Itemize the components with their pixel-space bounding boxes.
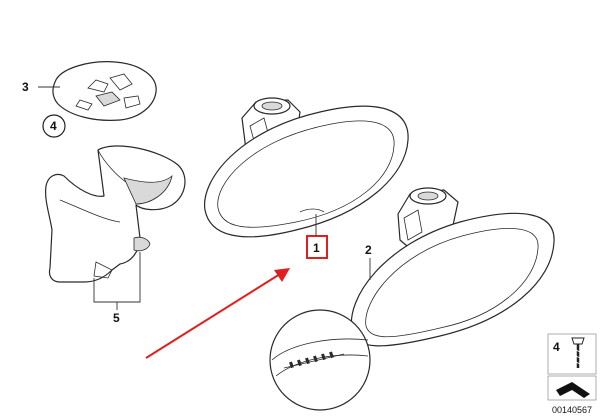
part-5-base-cover[interactable] [45,145,186,283]
callout-4: 4 [50,119,57,133]
screw-icon [571,337,585,368]
callout-3: 3 [22,80,29,94]
callout-1: 1 [313,241,320,255]
callout-4-circle: 4 [42,114,66,138]
legend-box: 4 00140567 [547,333,597,415]
callout-1-highlight-box [306,235,328,259]
part-2-rear-view-mirror-variant[interactable] [350,187,555,347]
red-pointer-arrow [145,268,290,359]
arrow-symbol-icon [556,382,590,398]
callout-5: 5 [113,311,120,325]
diagram-id: 00140567 [552,405,592,415]
callout-2: 2 [365,243,372,257]
detail-inset [269,309,371,411]
legend-callout-4: 4 [553,340,560,354]
part-3-cover-plate[interactable] [52,61,157,121]
part-1-rear-view-mirror[interactable] [204,97,409,238]
